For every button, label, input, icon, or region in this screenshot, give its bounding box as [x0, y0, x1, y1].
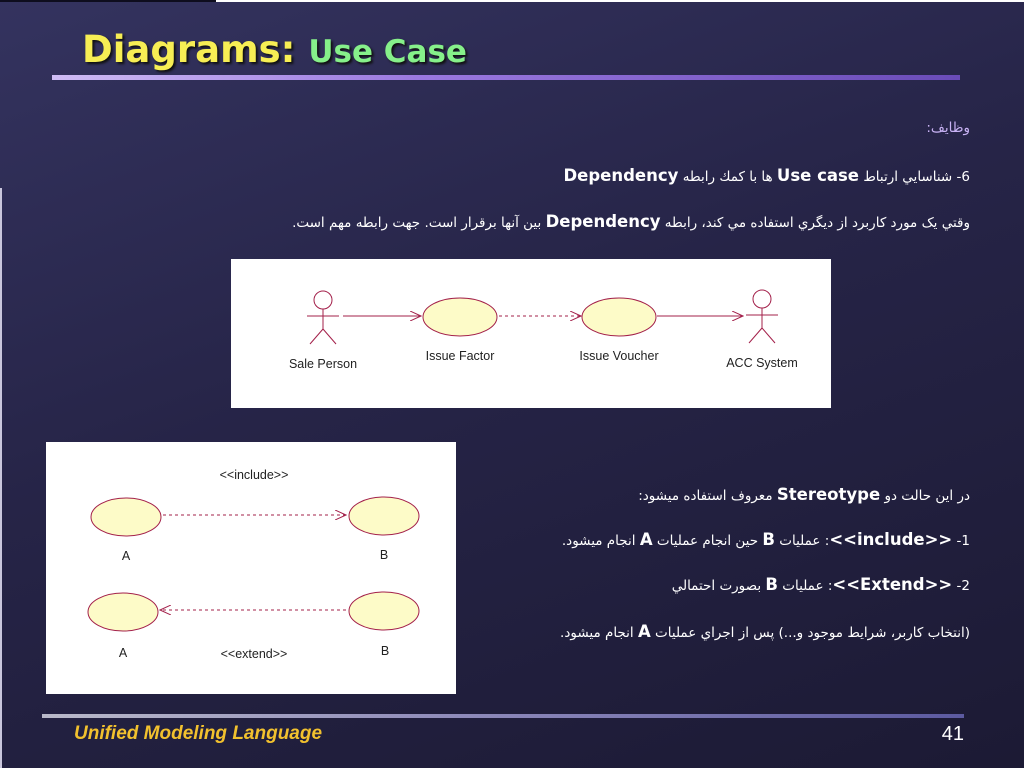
line1-number: 1-: [956, 533, 970, 549]
line3-a: A: [637, 622, 651, 641]
slide-title: Diagrams: Use Case: [82, 28, 467, 71]
usecase-issue-factor: [422, 297, 498, 337]
dependency-diagram: Sale Person Issue Factor Issue Voucher A…: [231, 259, 831, 408]
stereotype-diagram: <<include>> A B A B <<extend>>: [46, 442, 456, 694]
line1-a: A: [639, 530, 653, 549]
intro-line1-prefix: 6- شناسايي ارتباط: [863, 169, 970, 185]
extend-usecase-b-label: B: [381, 644, 389, 658]
line2-b: B: [765, 575, 778, 594]
page-number: 41: [941, 723, 964, 745]
term-dependency: Dependency: [563, 166, 679, 185]
line1-b: B: [762, 530, 775, 549]
line1-text-2: حين انجام عمليات: [656, 533, 759, 549]
stereotype-line0-before: در اين حالت دو: [884, 488, 970, 504]
term-stereotype: Stereotype: [776, 485, 881, 504]
line2-text-2: بصورت احتمالي: [671, 578, 762, 594]
stereotype-line0-after: معروف استفاده ميشود:: [638, 488, 773, 504]
actor-sale-person: [307, 290, 339, 345]
line1-text-3: انجام ميشود.: [561, 533, 636, 549]
include-usecase-a-label: A: [122, 549, 131, 563]
line3-text-1: (انتخاب کاربر، شرايط موجود و...) پس از ا…: [655, 625, 970, 641]
include-usecase-a: [90, 497, 162, 537]
stereotype-diagram-svg: <<include>> A B A B <<extend>>: [87, 468, 420, 661]
intro-heading-text: وظايف:: [926, 120, 970, 136]
stereotype-line-2: 2- <<Extend>>: عمليات B بصورت احتمالي: [672, 575, 970, 594]
title-main: Diagrams: [82, 28, 281, 71]
include-usecase-b: [348, 496, 420, 536]
usecase-issue-factor-label: Issue Factor: [426, 349, 495, 363]
term-use-case: Use case: [776, 166, 860, 185]
usecase-issue-voucher: [581, 297, 657, 337]
actor-sale-person-label: Sale Person: [289, 357, 357, 371]
extend-usecase-b: [348, 591, 420, 631]
intro-line-2: وقتي يک مورد کاربرد از ديگري استفاده مي …: [292, 212, 970, 231]
extend-usecase-a: [87, 592, 159, 632]
title-colon: :: [280, 28, 296, 71]
footer-rule: [42, 714, 964, 718]
extend-stereotype-label: <<extend>>: [221, 647, 288, 661]
left-rule: [0, 188, 2, 768]
line2-text-1: : عمليات: [782, 578, 833, 594]
extend-usecase-a-label: A: [119, 646, 128, 660]
top-rule: [216, 0, 1024, 2]
actor-acc-system: [746, 289, 778, 344]
usecase-issue-voucher-label: Issue Voucher: [579, 349, 658, 363]
intro-line-1: 6- شناسايي ارتباط Use case ها با كمك راب…: [563, 166, 970, 185]
dependency-diagram-svg: Sale Person Issue Factor Issue Voucher A…: [289, 289, 798, 371]
top-left-corner: [0, 0, 216, 2]
term-extend: <<Extend>>: [832, 575, 953, 594]
line3-text-2: انجام ميشود.: [560, 625, 634, 641]
intro-line2-after: بين آنها برقرار است. جهت رابطه مهم است.: [292, 215, 542, 231]
include-stereotype-label: <<include>>: [220, 468, 289, 482]
stereotype-line-1: 1- <<include>>: عمليات B حين انجام عمليا…: [562, 530, 970, 549]
include-usecase-b-label: B: [380, 548, 388, 562]
footer-title: Unified Modeling Language: [74, 723, 323, 744]
term-dependency-2: Dependency: [545, 212, 661, 231]
stereotype-line-3: (انتخاب کاربر، شرايط موجود و...) پس از ا…: [560, 622, 970, 641]
intro-line2-before: وقتي يک مورد کاربرد از ديگري استفاده مي …: [664, 215, 970, 231]
title-underline: [52, 75, 960, 80]
line2-number: 2-: [956, 578, 970, 594]
title-sub: Use Case: [308, 34, 467, 70]
actor-acc-system-label: ACC System: [726, 356, 798, 370]
line1-text-1: : عمليات: [779, 533, 830, 549]
intro-heading: وظايف:: [926, 120, 970, 136]
intro-line1-middle: ها با كمك رابطه: [682, 169, 773, 185]
stereotype-line-0: در اين حالت دو Stereotype معروف استفاده …: [638, 485, 970, 504]
term-include: <<include>>: [829, 530, 953, 549]
